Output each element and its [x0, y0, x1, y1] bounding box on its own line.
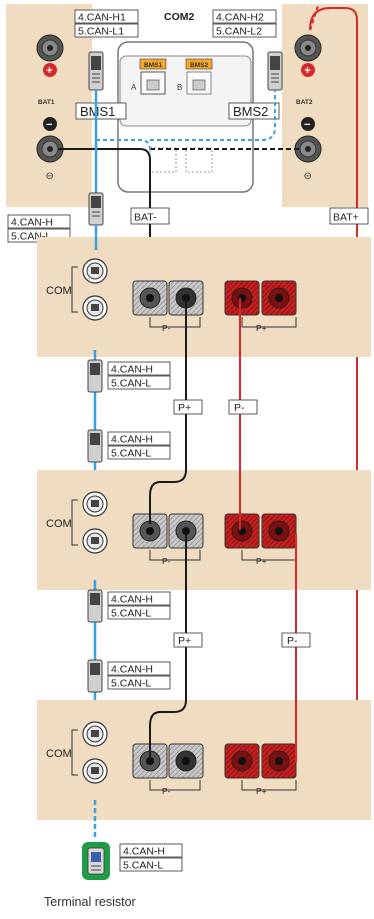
svg-text:4.CAN-H: 4.CAN-H [111, 664, 153, 676]
bat1-plus-terminal: + [36, 34, 64, 77]
svg-text:BMS2: BMS2 [233, 104, 268, 119]
can-tag: 4.CAN-H 5.CAN-L [107, 431, 171, 460]
svg-text:+: + [46, 65, 52, 77]
com-label: COM [46, 518, 72, 530]
inverter-panel: COM2 BMS1 BMS2 A B 4.CAN-H1 5.CAN-L1 [6, 4, 368, 207]
series-cable-m2-m3 [149, 534, 187, 760]
inverter-plug-right [267, 51, 283, 91]
com-ports: COM [46, 721, 108, 784]
svg-text:4.CAN-H: 4.CAN-H [11, 217, 53, 229]
port-letter-b: B [177, 83, 182, 92]
battery-module-3: COM P- P+ [37, 700, 371, 820]
svg-text:P+: P+ [178, 635, 191, 647]
minus-icon [301, 117, 315, 131]
can-h2-text: 4.CAN-H2 [216, 12, 264, 24]
p-neg-label: P- [162, 786, 171, 796]
bat1-ground-icon: ⊖ [46, 171, 54, 182]
bat2-plus-terminal: + [294, 34, 322, 77]
com-label: COM [46, 285, 72, 297]
com-ports: COM [46, 258, 108, 321]
can-l2-text: 5.CAN-L2 [216, 26, 262, 38]
can-tag: 4.CAN-H 5.CAN-L [107, 661, 171, 690]
svg-text:P-: P- [234, 402, 245, 414]
can-h1-text: 4.CAN-H1 [78, 12, 126, 24]
bat-plus-tag: BAT+ [329, 207, 369, 225]
bat1-label: BAT1 [38, 99, 55, 106]
series-cable-m1-m2 [149, 298, 187, 524]
minus-icon [43, 117, 57, 131]
bms1-port-label: BMS1 [144, 62, 162, 69]
can-cable-dashed-right [150, 90, 276, 141]
svg-text:5.CAN-L: 5.CAN-L [111, 608, 151, 620]
can-tag: 4.CAN-H 5.CAN-L [107, 361, 171, 390]
svg-text:5.CAN-L: 5.CAN-L [111, 378, 151, 390]
p-plus-tag-2: P+ [173, 632, 203, 648]
p-pos-terminals: P+ [224, 280, 297, 333]
can-h2-l2-tag: 4.CAN-H2 5.CAN-L2 [212, 9, 277, 38]
svg-text:5.CAN-L: 5.CAN-L [111, 678, 151, 690]
terminal-resistor-label: Terminal resistor [44, 895, 136, 909]
com2-label: COM2 [164, 11, 194, 23]
bms2-port: BMS2 [185, 58, 213, 95]
bat2-panel-bg [282, 4, 368, 207]
p-pos-label: P+ [256, 786, 267, 796]
svg-text:4.CAN-H: 4.CAN-H [111, 434, 153, 446]
plus-icon [301, 63, 315, 77]
can-h1-l1-tag: 4.CAN-H1 5.CAN-L1 [74, 9, 139, 38]
svg-text:P+: P+ [178, 402, 191, 414]
p-pos-label: P+ [256, 323, 267, 333]
bms1-tag: BMS1 [75, 102, 127, 120]
bms2-port-label: BMS2 [190, 62, 208, 69]
can-link-1: 4.CAN-H 5.CAN-L 4.CAN-H 5.CAN-L [87, 350, 171, 470]
battery-module-1: COM P- P+ [37, 237, 371, 357]
svg-text:5.CAN-L: 5.CAN-L [111, 448, 151, 460]
bms1-port: BMS1 [139, 58, 167, 95]
p-pos-terminals: P+ [224, 743, 297, 796]
p-minus-tag-2: P- [281, 632, 311, 648]
bat2-label: BAT2 [296, 99, 313, 106]
svg-text:−: − [304, 119, 310, 131]
svg-text:P-: P- [287, 635, 298, 647]
bms2-tag: BMS2 [228, 102, 280, 120]
bat-minus-cable [58, 148, 151, 286]
svg-text:4.CAN-H: 4.CAN-H [111, 594, 153, 606]
can-l1-text: 5.CAN-L1 [78, 26, 124, 38]
inverter-plug-left [88, 51, 104, 91]
can-tag: 4.CAN-H 5.CAN-L [107, 591, 171, 620]
p-neg-terminals: P- [132, 513, 204, 566]
svg-text:BAT-: BAT- [134, 212, 157, 224]
can-links: 4.CAN-H 5.CAN-L 4.CAN-H 5.CAN-L 4.CAN-H 5.CAN… [87, 225, 171, 700]
p-minus-tag-1: P- [228, 399, 258, 415]
plus-icon [43, 63, 57, 77]
bat-minus-tag: BAT- [130, 207, 170, 225]
com-label: COM [46, 748, 72, 760]
svg-text:4.CAN-H: 4.CAN-H [111, 364, 153, 376]
can-tag-terminal: 4.CAN-H 5.CAN-L [119, 843, 183, 872]
svg-text:4.CAN-H: 4.CAN-H [123, 846, 165, 858]
svg-text:BMS1: BMS1 [80, 104, 115, 119]
p-neg-label: P- [162, 323, 171, 333]
svg-text:+: + [304, 65, 310, 77]
svg-text:BAT+: BAT+ [333, 212, 359, 224]
can-link-2: 4.CAN-H 5.CAN-L 4.CAN-H 5.CAN-L [87, 580, 171, 700]
com-ports: COM [46, 491, 108, 554]
p-neg-label: P- [162, 556, 171, 566]
battery-module-2: COM P- P+ [37, 470, 371, 590]
port-letter-a: A [131, 83, 137, 92]
bat-plus-cable-exit [309, 5, 319, 31]
battery-stack: COM P- P+ COM P- P+ COM P- P+ [37, 237, 371, 820]
p-pos-label: P+ [256, 556, 267, 566]
bat2-minus-terminal: − ⊖ [294, 117, 322, 182]
svg-text:−: − [46, 119, 52, 131]
p-plus-tag-1: P+ [173, 399, 203, 415]
can-plug-inverter-to-m1 [88, 192, 104, 226]
terminal-resistor [82, 842, 110, 880]
p-neg-terminals: P- [132, 743, 204, 796]
can-cable-dashed-left [96, 139, 151, 151]
svg-text:5.CAN-L: 5.CAN-L [123, 860, 163, 872]
bat2-ground-icon: ⊖ [304, 171, 312, 182]
